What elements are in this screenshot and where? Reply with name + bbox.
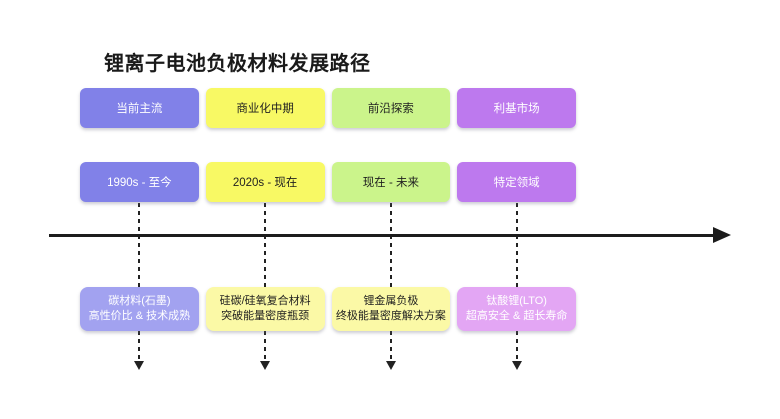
- timeline-axis: [49, 234, 715, 237]
- timeline-arrowhead-icon: [713, 227, 731, 243]
- column-frontier-exploration: 前沿探索 现在 - 未来 锂金属负极 终极能量密度解决方案: [331, 0, 451, 419]
- material-box: 碳材料(石墨) 高性价比 & 技术成熟: [80, 287, 199, 331]
- down-arrowhead-icon: [260, 361, 271, 370]
- stage-box: 前沿探索: [331, 88, 451, 128]
- material-desc: 高性价比 & 技术成熟: [88, 310, 191, 322]
- material-desc: 突破能量密度瓶颈: [221, 310, 310, 322]
- material-box: 硅碳/硅氧复合材料 突破能量密度瓶颈: [205, 287, 325, 331]
- period-box: 特定领域: [457, 162, 576, 202]
- material-title: 碳材料(石墨): [108, 294, 171, 307]
- period-box: 2020s - 现在: [205, 162, 325, 202]
- connector-dashed-line: [389, 203, 392, 363]
- down-arrowhead-icon: [134, 361, 145, 370]
- material-desc: 超高安全 & 超长寿命: [465, 310, 568, 322]
- connector-dashed-line: [264, 203, 267, 363]
- column-current-mainstream: 当前主流 1990s - 至今 碳材料(石墨) 高性价比 & 技术成熟: [80, 0, 199, 419]
- column-niche-market: 利基市场 特定领域 钛酸锂(LTO) 超高安全 & 超长寿命: [457, 0, 576, 419]
- material-box: 锂金属负极 终极能量密度解决方案: [331, 287, 451, 331]
- stage-box: 商业化中期: [205, 88, 325, 128]
- material-title: 锂金属负极: [363, 294, 419, 307]
- material-desc: 终极能量密度解决方案: [335, 310, 446, 322]
- period-box: 现在 - 未来: [331, 162, 451, 202]
- stage-box: 利基市场: [457, 88, 576, 128]
- connector-dashed-line: [138, 203, 141, 363]
- period-box: 1990s - 至今: [80, 162, 199, 202]
- material-box: 钛酸锂(LTO) 超高安全 & 超长寿命: [457, 287, 576, 331]
- stage-box: 当前主流: [80, 88, 199, 128]
- connector-dashed-line: [515, 203, 518, 363]
- column-mid-commercialization: 商业化中期 2020s - 现在 硅碳/硅氧复合材料 突破能量密度瓶颈: [205, 0, 325, 419]
- page-title: 锂离子电池负极材料发展路径: [104, 53, 371, 75]
- down-arrowhead-icon: [511, 361, 522, 370]
- material-title: 硅碳/硅氧复合材料: [219, 294, 311, 307]
- down-arrowhead-icon: [385, 361, 396, 370]
- material-title: 钛酸锂(LTO): [486, 294, 547, 307]
- timeline-columns: 当前主流 1990s - 至今 碳材料(石墨) 高性价比 & 技术成熟 商业化中…: [80, 0, 576, 419]
